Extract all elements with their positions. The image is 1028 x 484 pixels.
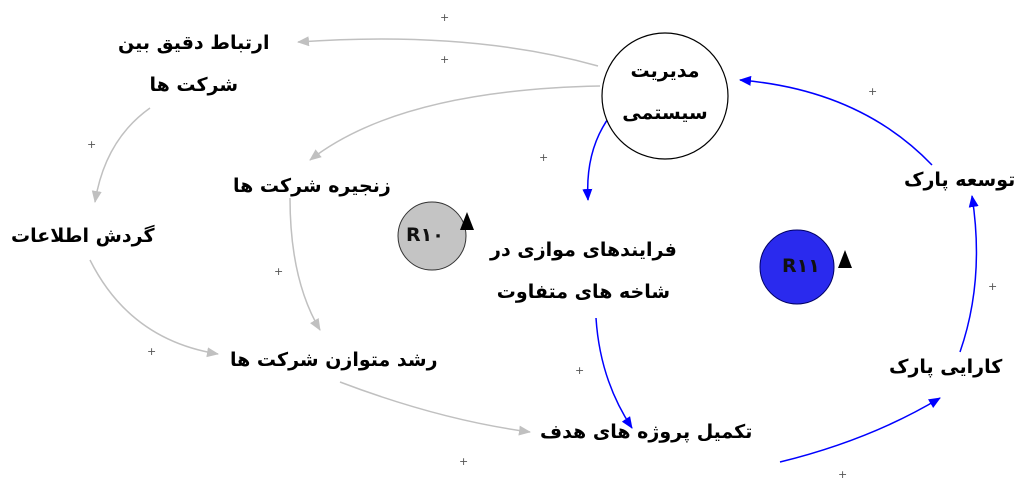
system-management-circle xyxy=(601,32,729,160)
link-parallel-processes-to-target-projects xyxy=(595,317,633,429)
node-parallel-processes-line1: فرایندهای موازی در xyxy=(490,239,677,261)
polarity-sign: + xyxy=(988,280,998,293)
polarity-sign: + xyxy=(274,265,284,278)
node-info-circulation: گردش اطلاعات xyxy=(11,227,155,246)
node-park-development-line1: توسعه پارک xyxy=(904,169,1016,191)
link-management-to-parallel-processes xyxy=(582,115,611,201)
link-company-chain-to-balanced-growth xyxy=(289,197,321,331)
loop-r11-label: R۱۱ xyxy=(782,255,820,277)
link-info-circulation-to-balanced-growth xyxy=(89,259,219,358)
loop-r10-circle xyxy=(397,201,467,271)
node-accurate-link-line1: ارتباط دقیق بین xyxy=(118,32,270,54)
polarity-sign: + xyxy=(440,11,450,24)
polarity-sign: + xyxy=(539,151,549,164)
node-park-development: توسعه پارک xyxy=(904,171,1015,190)
loop-r10-arrow-icon xyxy=(460,212,474,230)
node-company-chain: زنجیره شرکت ها xyxy=(233,177,391,196)
node-info-circulation-line1: گردش اطلاعات xyxy=(11,225,155,247)
polarity-sign: + xyxy=(868,85,878,98)
node-park-efficiency: کارایی پارک xyxy=(889,358,1002,377)
node-accurate-link-line2: شرکت ها xyxy=(149,74,239,96)
node-balanced-growth: رشد متوازن شرکت ها xyxy=(230,351,438,370)
polarity-sign: + xyxy=(575,364,585,377)
link-balanced-growth-to-target-projects xyxy=(339,381,531,436)
node-parallel-processes-line2: شاخه های متفاوت xyxy=(496,281,671,303)
node-target-projects-line1: تکمیل پروژه های هدف xyxy=(540,421,753,443)
node-park-efficiency-line1: کارایی پارک xyxy=(889,356,1003,378)
polarity-sign: + xyxy=(838,468,848,481)
polarity-sign: + xyxy=(147,345,157,358)
loop-r11-circle xyxy=(759,229,835,305)
polarity-sign: + xyxy=(459,455,469,468)
loop-r10-label: R۱۰ xyxy=(406,224,444,246)
node-system-management: مدیریت سیستمی xyxy=(618,62,712,123)
node-system-management-line2: سیستمی xyxy=(622,102,708,124)
node-company-chain-line1: زنجیره شرکت ها xyxy=(233,175,391,197)
polarity-sign: + xyxy=(440,53,450,66)
node-accurate-link: ارتباط دقیق بین شرکت ها xyxy=(118,34,270,95)
node-parallel-processes: فرایندهای موازی در شاخه های متفاوت xyxy=(490,241,677,302)
node-system-management-line1: مدیریت xyxy=(630,60,700,82)
link-management-to-accurate-link xyxy=(297,36,599,67)
node-target-projects: تکمیل پروژه های هدف xyxy=(540,423,752,442)
link-management-to-company-chain xyxy=(309,85,601,161)
loop-r11-arrow-icon xyxy=(838,250,852,268)
polarity-sign: + xyxy=(87,138,97,151)
link-park-development-to-management xyxy=(739,75,933,166)
node-balanced-growth-line1: رشد متوازن شرکت ها xyxy=(230,349,438,371)
link-park-efficiency-to-park-development xyxy=(959,195,979,353)
link-accurate-link-to-info-circulation xyxy=(91,107,151,203)
link-target-projects-to-park-efficiency xyxy=(779,397,941,463)
